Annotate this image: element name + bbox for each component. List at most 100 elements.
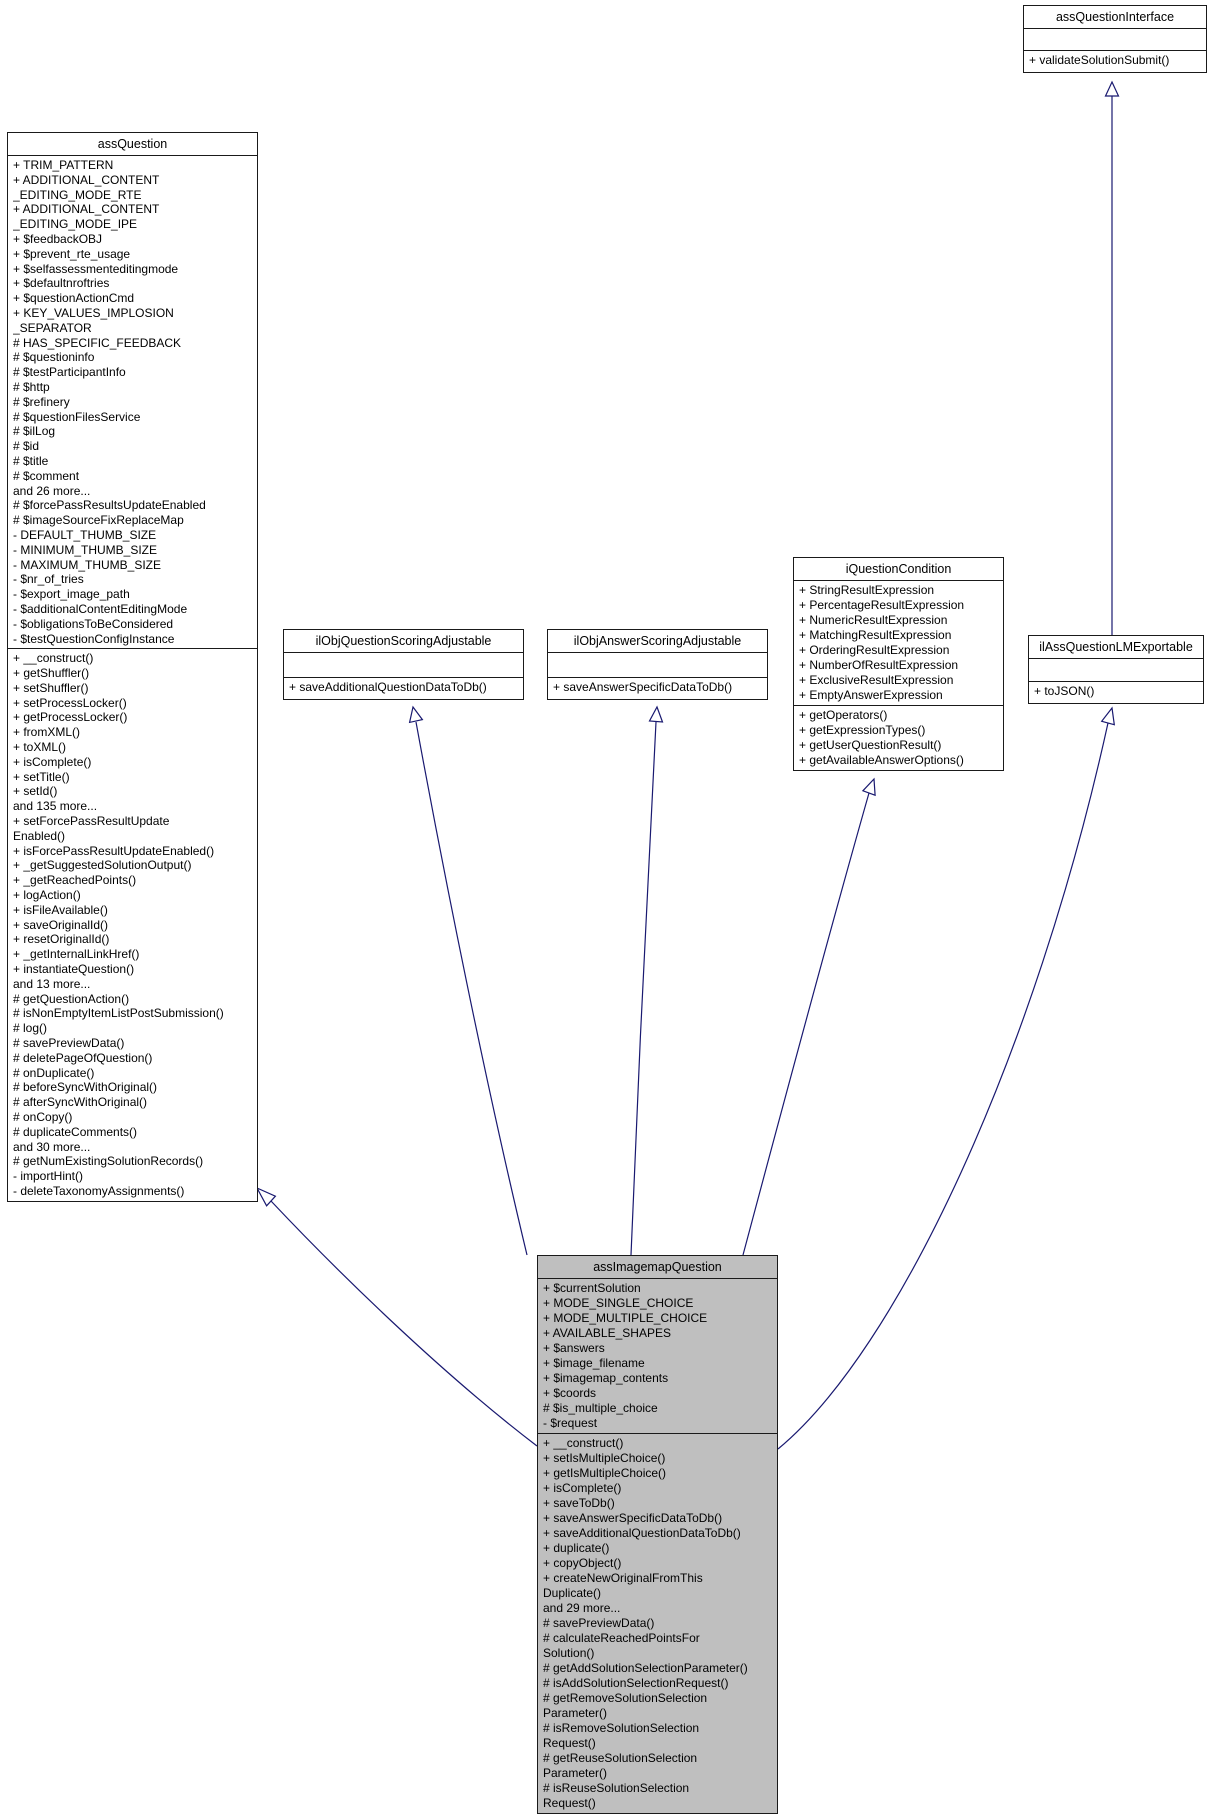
member-line: # isRemoveSolutionSelection — [543, 1721, 700, 1735]
member-line: + logAction() — [13, 888, 81, 903]
member-line: + StringResultExpression — [799, 583, 935, 597]
member-line: - $testQuestionConfigInstance — [13, 631, 175, 646]
member-line: + _getReachedPoints() — [13, 873, 137, 888]
member-line: and 30 more... — [13, 1139, 91, 1154]
member-line: + $currentSolution — [543, 1281, 641, 1295]
methods-section: + __construct()+ setIsMultipleChoice()+ … — [538, 1433, 777, 1813]
member-line: + getShuffler() — [13, 666, 90, 681]
member-line: + getIsMultipleChoice() — [543, 1466, 667, 1480]
class-title: assImagemapQuestion — [593, 1260, 722, 1274]
member-line: + isComplete() — [13, 754, 92, 769]
member-line: + __construct() — [13, 651, 94, 666]
class-box-iquestioncondition[interactable]: iQuestionCondition + StringResultExpress… — [793, 557, 1004, 771]
member-line: + $defaultnroftries — [13, 276, 110, 291]
arrowhead-question-condition — [861, 777, 876, 797]
member-line: + $questionActionCmd — [13, 291, 135, 306]
member-line: # $title — [13, 453, 49, 468]
member-line: + createNewOriginalFromThis — [543, 1571, 703, 1585]
member-line: # $imageSourceFixReplaceMap — [13, 513, 184, 528]
member-line: # $ilLog — [13, 424, 56, 439]
arrowhead-lm-exportable — [1100, 706, 1116, 726]
member-line: - $nr_of_tries — [13, 572, 84, 587]
member-line: + instantiateQuestion() — [13, 962, 135, 977]
member-line: Enabled() — [13, 828, 66, 843]
member-line: + validateSolutionSubmit() — [1029, 53, 1170, 67]
member-line: Parameter() — [543, 1706, 608, 1720]
member-line: # getRemoveSolutionSelection — [543, 1691, 708, 1705]
member-line: # duplicateComments() — [13, 1124, 138, 1139]
methods-section: + __construct()+ getShuffler()+ setShuff… — [8, 648, 257, 1200]
member-line: + setShuffler() — [13, 680, 89, 695]
member-line: # $questioninfo — [13, 350, 95, 365]
member-line: + $selfassessmenteditingmode — [13, 261, 179, 276]
class-box-assquestion[interactable]: assQuestion + TRIM_PATTERN+ ADDITIONAL_C… — [7, 132, 258, 1202]
class-box-ilobjanswerscoringadjustable[interactable]: ilObjAnswerScoringAdjustable + saveAnswe… — [547, 629, 768, 700]
member-line: - MAXIMUM_THUMB_SIZE — [13, 557, 162, 572]
member-line: - $request — [543, 1416, 598, 1430]
attributes-section: + $currentSolution+ MODE_SINGLE_CHOICE+ … — [538, 1278, 777, 1433]
edge-to-assquestion — [270, 1200, 538, 1447]
member-line: # isReuseSolutionSelection — [543, 1781, 690, 1795]
member-line: _SEPARATOR — [13, 320, 92, 335]
member-line: + MatchingResultExpression — [799, 628, 952, 642]
member-line: + isComplete() — [543, 1481, 622, 1495]
class-title: ilObjQuestionScoringAdjustable — [315, 634, 492, 648]
class-box-ilassquestionlmexportable[interactable]: ilAssQuestionLMExportable + toJSON() — [1028, 635, 1204, 704]
class-box-assquestioninterface[interactable]: assQuestionInterface + validateSolutionS… — [1023, 5, 1207, 73]
methods-section: + validateSolutionSubmit() — [1024, 50, 1206, 72]
member-line: # $comment — [13, 468, 80, 483]
member-line: # isAddSolutionSelectionRequest() — [543, 1676, 729, 1690]
class-box-assimagemapquestion[interactable]: assImagemapQuestion + $currentSolution+ … — [537, 1255, 778, 1814]
attributes-section — [548, 652, 767, 677]
member-line: # $is_multiple_choice — [543, 1401, 658, 1415]
edge-to-question-condition — [742, 792, 870, 1256]
member-line: + OrderingResultExpression — [799, 643, 950, 657]
class-title: assQuestionInterface — [1055, 10, 1175, 24]
member-line: + $answers — [543, 1341, 605, 1355]
member-line: + NumberOfResultExpression — [799, 658, 959, 672]
member-line: + ExclusiveResultExpression — [799, 673, 954, 687]
arrowhead-assquestion — [255, 1186, 277, 1207]
member-line: + saveAnswerSpecificDataToDb() — [543, 1511, 723, 1525]
member-line: - $additionalContentEditingMode — [13, 601, 188, 616]
attributes-section — [1029, 658, 1203, 681]
member-line: # getNumExistingSolutionRecords() — [13, 1154, 204, 1169]
member-line: + saveAdditionalQuestionDataToDb() — [543, 1526, 741, 1540]
member-line: and 13 more... — [13, 976, 91, 991]
member-line: and 135 more... — [13, 799, 98, 814]
member-line: # log() — [13, 1021, 48, 1036]
member-line: - deleteTaxonomyAssignments() — [13, 1183, 185, 1198]
arrowhead-answer-scoring — [648, 705, 664, 723]
edge-to-question-scoring — [415, 721, 528, 1256]
member-line: + getExpressionTypes() — [799, 723, 926, 737]
member-line: _EDITING_MODE_RTE — [13, 187, 142, 202]
member-line: # $testParticipantInfo — [13, 365, 126, 380]
member-line: # $http — [13, 379, 50, 394]
member-line: + PercentageResultExpression — [799, 598, 965, 612]
attributes-section — [284, 652, 523, 677]
class-title: ilAssQuestionLMExportable — [1039, 640, 1193, 654]
member-line: + fromXML() — [13, 725, 81, 740]
class-title: ilObjAnswerScoringAdjustable — [573, 634, 742, 648]
class-box-ilobjquestionscoringadjustable[interactable]: ilObjQuestionScoringAdjustable + saveAdd… — [283, 629, 524, 700]
member-line: - MINIMUM_THUMB_SIZE — [13, 542, 157, 557]
member-line: + getUserQuestionResult() — [799, 738, 942, 752]
arrowhead-question-scoring — [408, 705, 424, 724]
member-line: - importHint() — [13, 1169, 84, 1184]
member-line: + toXML() — [13, 740, 67, 755]
member-line: _EDITING_MODE_IPE — [13, 217, 138, 232]
member-line: + saveOriginalId() — [13, 917, 109, 932]
member-line: + $feedbackOBJ — [13, 231, 103, 246]
member-line: + ADDITIONAL_CONTENT — [13, 172, 160, 187]
member-line: + toJSON() — [1034, 684, 1095, 698]
member-line: + KEY_VALUES_IMPLOSION — [13, 305, 174, 320]
member-line: + getAvailableAnswerOptions() — [799, 753, 964, 767]
member-line: Duplicate() — [543, 1586, 602, 1600]
member-line: Request() — [543, 1736, 596, 1750]
edge-to-lm-exportable — [777, 722, 1109, 1450]
member-line: # getAddSolutionSelectionParameter() — [543, 1661, 748, 1675]
member-line: + getOperators() — [799, 708, 888, 722]
member-line: - DEFAULT_THUMB_SIZE — [13, 527, 157, 542]
member-line: + $prevent_rte_usage — [13, 246, 131, 261]
